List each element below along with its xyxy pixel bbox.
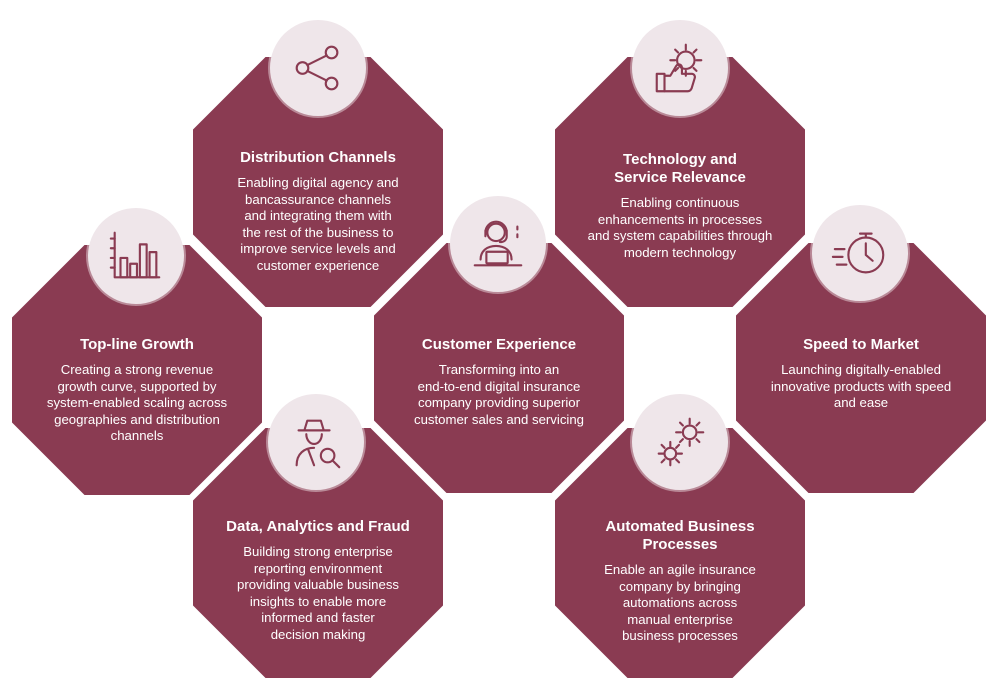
card-title: Data, Analytics and Fraud <box>226 518 410 535</box>
icon-circle-topline <box>88 208 184 304</box>
card-title: Technology and Service Relevance <box>614 151 746 186</box>
icon-circle-automated <box>632 394 728 490</box>
icon-circle-speed <box>812 205 908 301</box>
card-description: Building strong enterprise reporting env… <box>236 544 400 642</box>
card-description: Enabling digital agency and bancassuranc… <box>237 175 399 273</box>
card-title: Customer Experience <box>421 336 577 353</box>
card-title: Top-line Growth <box>80 336 194 353</box>
card-title: Automated Business Processes <box>605 518 755 553</box>
card-description: Creating a strong revenue growth curve, … <box>46 362 228 443</box>
card-description: Transforming into an end-to-end digital … <box>413 362 585 427</box>
gears-icon <box>657 417 705 467</box>
card-description: Launching digitally-enabled innovative p… <box>770 362 952 410</box>
thumbs-up-gear-icon <box>655 43 703 93</box>
card-speed-to-market: Speed to Market Launching digitally-enab… <box>736 243 986 493</box>
detective-icon <box>295 419 341 469</box>
icon-circle-customer <box>450 196 546 292</box>
bar-chart-icon <box>109 231 161 279</box>
icon-circle-technology <box>632 20 728 116</box>
card-description: Enable an agile insurance company by bri… <box>604 562 756 643</box>
share-icon <box>295 45 339 91</box>
support-agent-icon <box>473 220 523 267</box>
card-title: Speed to Market <box>803 336 919 353</box>
card-title: Distribution Channels <box>240 149 396 166</box>
card-description: Enabling continuous enhancements in proc… <box>587 195 773 260</box>
card-data-analytics-fraud: Data, Analytics and Fraud Building stron… <box>193 428 443 678</box>
icon-circle-data <box>268 394 364 490</box>
fast-clock-icon <box>831 232 885 274</box>
card-technology-service-relevance: Technology and Service Relevance Enablin… <box>555 57 805 307</box>
icon-circle-distribution <box>270 20 366 116</box>
